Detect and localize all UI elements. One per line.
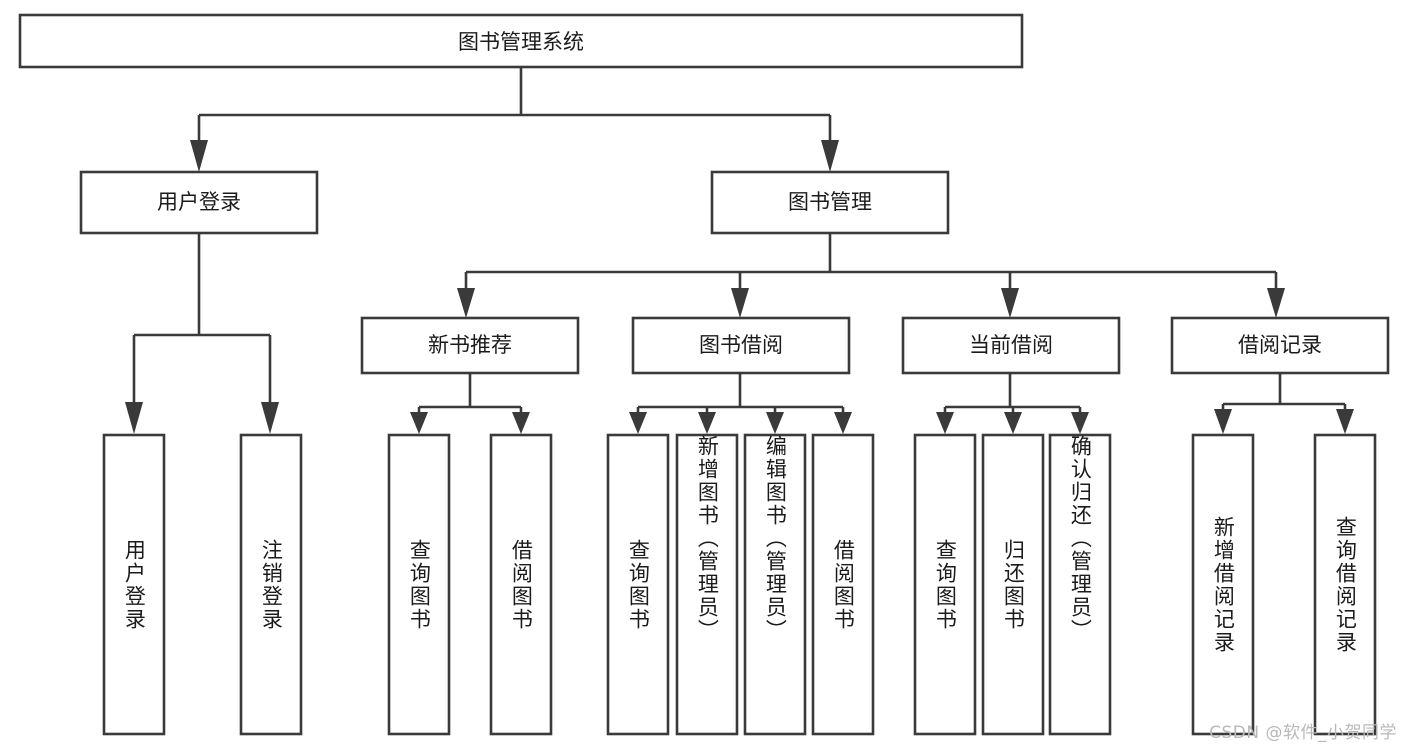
node-leaf-user-login-2-box[interactable] (239, 433, 303, 736)
arrow-book-borrow (731, 288, 749, 318)
node-user-login-box[interactable] (79, 170, 319, 235)
node-leaf-bb-2-box[interactable] (675, 433, 739, 736)
node-user-login-label: 用户登录 (157, 190, 241, 214)
arrow-bb-leaf-1 (629, 412, 647, 434)
arrow-bb-leaf-3 (766, 412, 784, 434)
arrow-user-login (190, 140, 208, 172)
arrow-user-login-leaf-1 (125, 402, 143, 434)
node-leaf-cb-2-box[interactable] (981, 433, 1045, 736)
node-leaf-nbr-1-box[interactable] (387, 433, 451, 736)
node-current-borrow-label: 当前借阅 (969, 333, 1053, 357)
connector-group-borrow-record (1214, 373, 1354, 434)
node-book-mgmt-label: 图书管理 (788, 190, 872, 214)
node-book-mgmt-box[interactable] (710, 170, 950, 235)
node-borrow-record-box[interactable] (1170, 316, 1390, 375)
connector-group-book-mgmt (457, 233, 1285, 318)
arrow-bb-leaf-4 (834, 412, 852, 434)
connector-group-root (190, 67, 839, 172)
arrow-cb-leaf-1 (936, 412, 954, 434)
node-leaf-nbr-2-box[interactable] (489, 433, 553, 736)
arrow-new-book-recommend (457, 288, 475, 318)
arrow-book-mgmt (821, 140, 839, 172)
connector-group-current-borrow (936, 373, 1089, 434)
node-leaf-bb-3-box[interactable] (743, 433, 807, 736)
node-leaf-bb-1-box[interactable] (606, 433, 670, 736)
node-book-borrow-box[interactable] (631, 316, 851, 375)
node-new-book-recommend-box[interactable] (360, 316, 580, 375)
arrow-cb-leaf-3 (1071, 412, 1089, 434)
connector-group-user-login (125, 233, 279, 434)
arrow-br-leaf-1 (1214, 409, 1232, 434)
node-borrow-record-label: 借阅记录 (1238, 333, 1322, 357)
arrow-nbr-leaf-1 (410, 412, 428, 434)
node-root-box[interactable] (18, 13, 1024, 69)
node-book-borrow-label: 图书借阅 (699, 333, 783, 357)
node-new-book-recommend-label: 新书推荐 (428, 333, 512, 357)
node-leaf-br-1-box[interactable] (1191, 433, 1255, 736)
node-leaf-bb-4-box[interactable] (811, 433, 875, 736)
csdn-watermark: CSDN @软件_小贺同学 (1209, 723, 1397, 743)
arrow-cb-leaf-2 (1004, 412, 1022, 434)
arrow-bb-leaf-2 (698, 412, 716, 434)
node-current-borrow-box[interactable] (901, 316, 1121, 375)
node-root-label: 图书管理系统 (458, 30, 584, 54)
node-leaf-cb-3-box[interactable] (1048, 433, 1112, 736)
arrow-borrow-record (1267, 288, 1285, 318)
node-leaf-user-login-1-box[interactable] (102, 433, 166, 736)
connector-group-book-borrow (629, 373, 852, 434)
arrow-user-login-leaf-2 (261, 402, 279, 434)
arrow-current-borrow (1001, 288, 1019, 318)
node-leaf-br-2-box[interactable] (1313, 433, 1377, 736)
connector-group-new-book-recommend (410, 373, 530, 434)
arrow-nbr-leaf-2 (512, 412, 530, 434)
node-leaf-cb-1-box[interactable] (913, 433, 977, 736)
arrow-br-leaf-2 (1336, 409, 1354, 434)
